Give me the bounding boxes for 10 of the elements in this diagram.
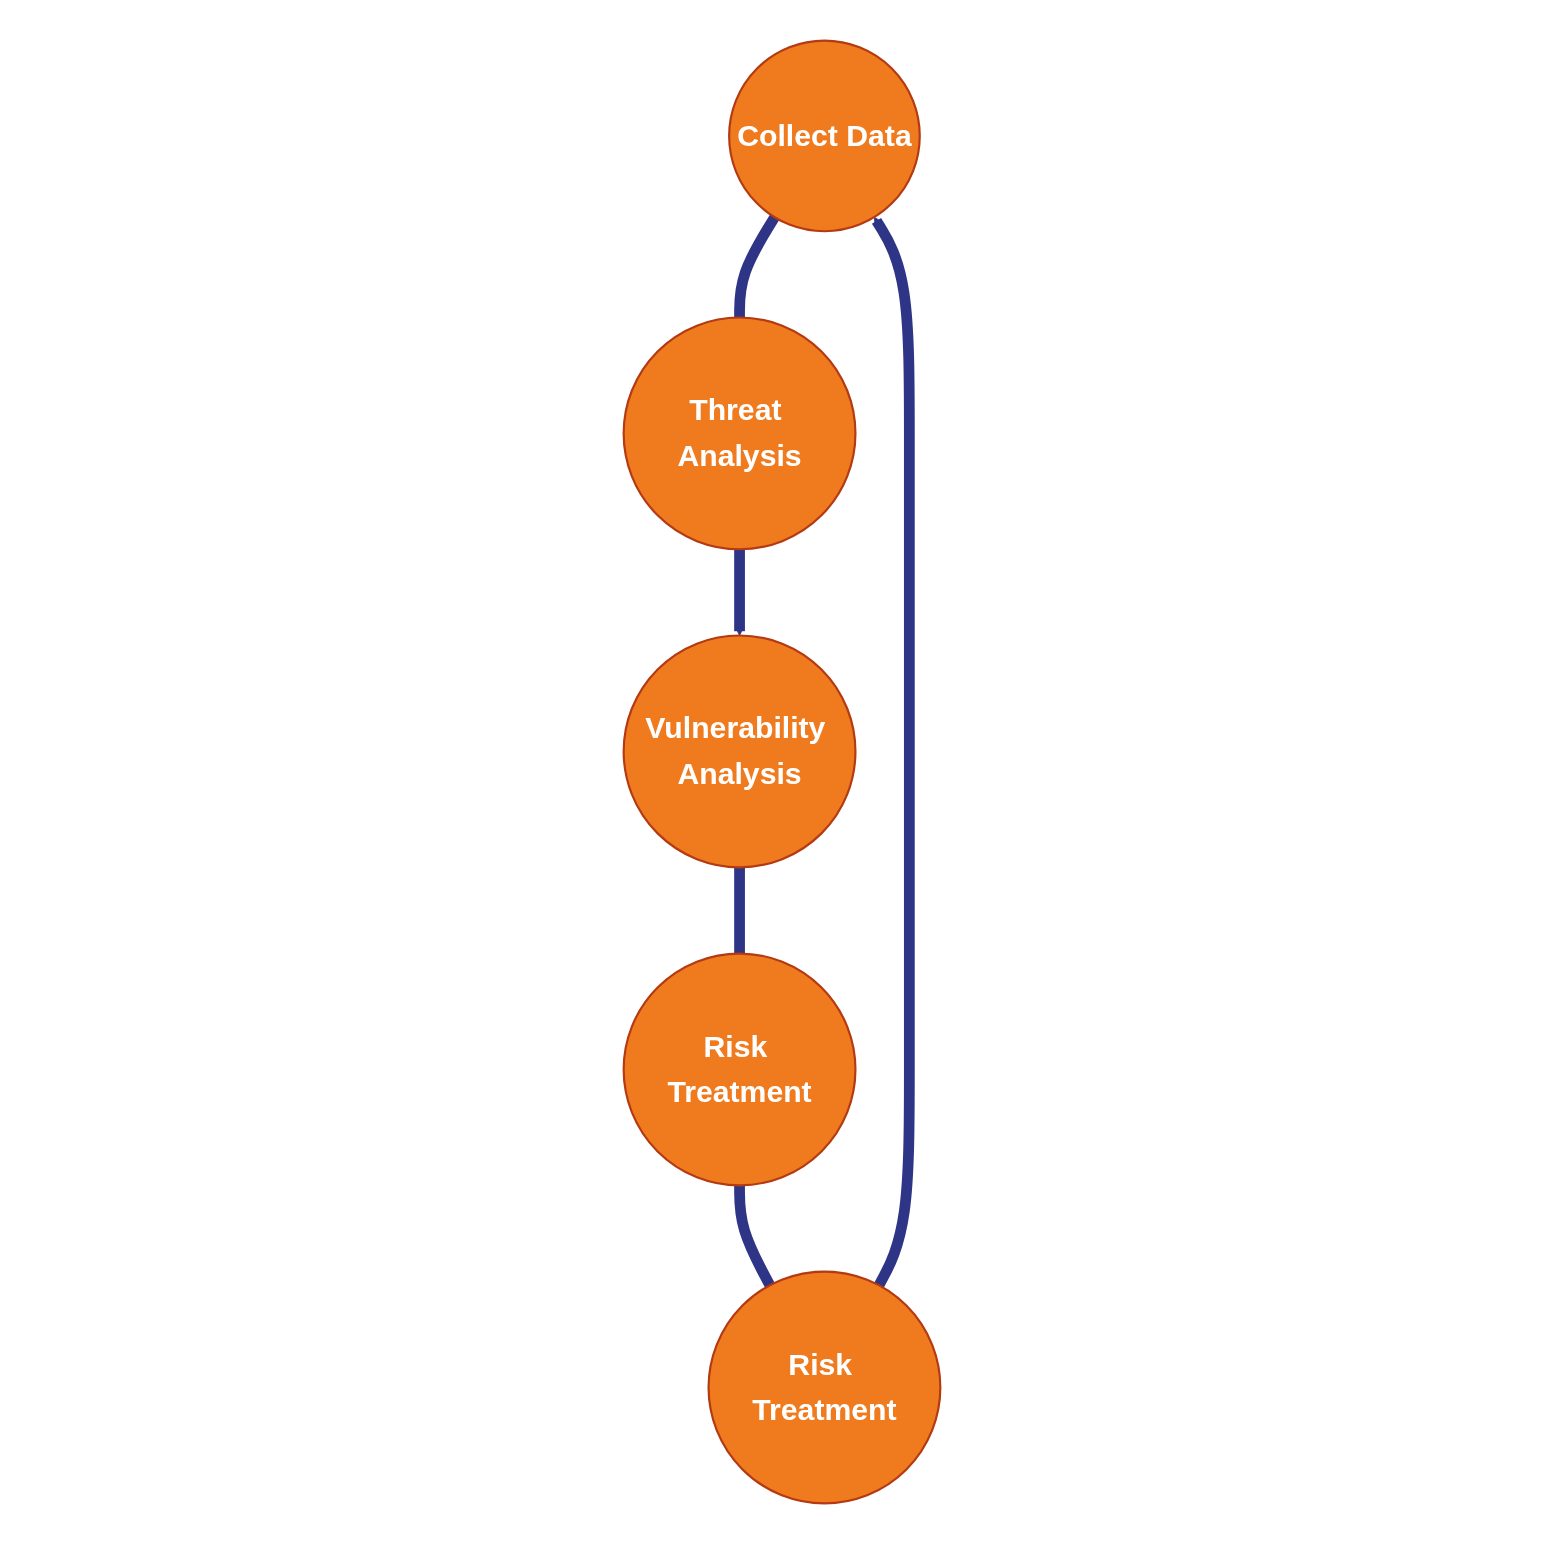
node-circle: Risk Treatment	[622, 951, 857, 1186]
node-circle: Threat Analysis	[622, 315, 857, 550]
connector	[734, 1184, 775, 1288]
connector	[734, 866, 745, 954]
arrow	[734, 548, 745, 636]
node-circle: Vulnerability Analysis	[622, 633, 857, 868]
connector	[734, 213, 780, 317]
node-circle: Risk Treatment	[707, 1270, 942, 1504]
node-circle: Collect Data	[728, 39, 921, 232]
arrow	[871, 216, 915, 1288]
